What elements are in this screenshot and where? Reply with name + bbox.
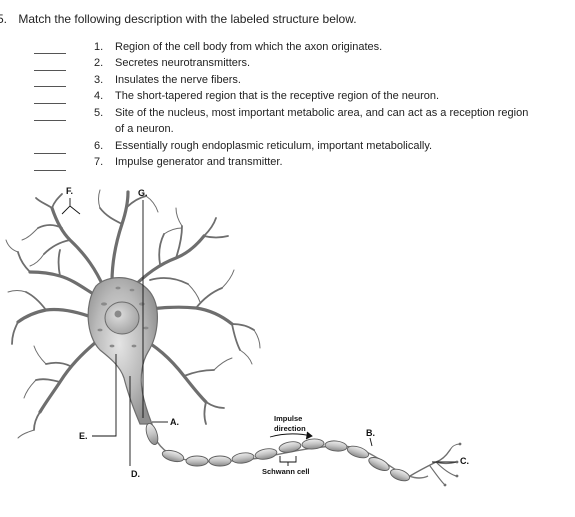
neuron-diagram: F. G. A. E. D. B. C. Impulse direction S… (5, 186, 469, 487)
label-g: G. (138, 188, 148, 198)
answer-blank-3[interactable] (34, 86, 66, 87)
description-list: 1. Region of the cell body from which th… (0, 0, 575, 180)
answer-blank-6[interactable] (34, 153, 66, 154)
answer-blank-1[interactable] (34, 53, 66, 54)
label-e: E. (79, 431, 88, 441)
question-number: 5. (0, 12, 8, 26)
question-prompt: 5. Match the following description with … (0, 12, 357, 26)
impulse-label-line1: Impulse (274, 414, 302, 423)
dendrites (5, 189, 261, 439)
impulse-label-line2: direction (274, 424, 306, 433)
axon (145, 422, 429, 482)
label-b: B. (366, 428, 375, 438)
axon-terminals (409, 442, 462, 487)
label-d: D. (131, 469, 140, 479)
leader-lines (61, 198, 456, 466)
answer-blank-5[interactable] (34, 120, 66, 121)
label-c: C. (460, 456, 469, 466)
question-text: Match the following description with the… (18, 12, 357, 26)
answer-blank-7[interactable] (34, 170, 66, 171)
nucleolus (114, 310, 122, 318)
answer-blank-2[interactable] (34, 70, 66, 71)
myelin-sheath (145, 422, 411, 482)
schwann-cell-label: Schwann cell (262, 467, 310, 476)
cell-body (87, 277, 158, 425)
label-f: F. (66, 186, 73, 196)
answer-blank-4[interactable] (34, 103, 66, 104)
nucleus (104, 301, 140, 335)
label-a: A. (170, 417, 179, 427)
